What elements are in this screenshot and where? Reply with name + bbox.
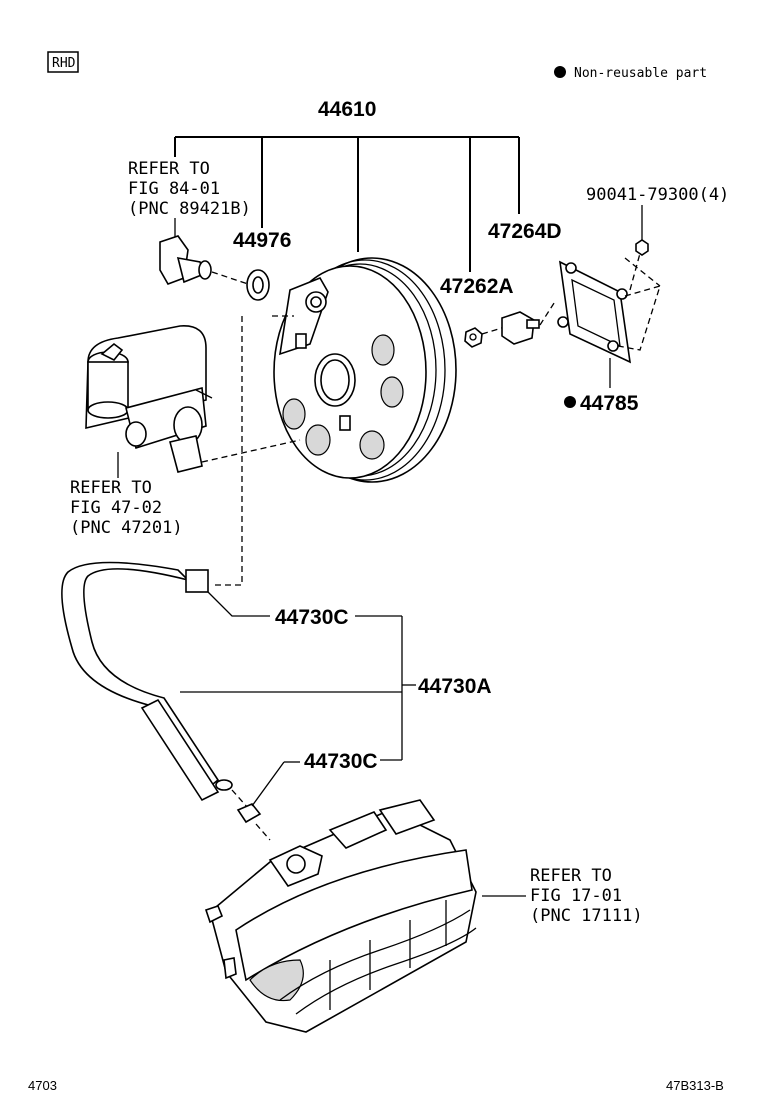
refer-fig-17-01: REFER TO FIG 17-01 (PNC 17111) bbox=[530, 866, 643, 926]
refer-fig-47-02: REFER TO FIG 47-02 (PNC 47201) bbox=[70, 478, 183, 538]
legend-text: Non-reusable part bbox=[574, 66, 707, 81]
brake-booster-body bbox=[272, 257, 457, 483]
svg-text:REFER TO: REFER TO bbox=[128, 159, 210, 179]
rhd-badge: RHD bbox=[47, 51, 79, 73]
part-44785-gasket: 44785 bbox=[539, 245, 661, 415]
label-90041: 90041-79300(4) bbox=[586, 185, 729, 205]
svg-text:FIG 84-01: FIG 84-01 bbox=[128, 179, 220, 199]
svg-text:(PNC 89421B): (PNC 89421B) bbox=[128, 199, 251, 219]
non-reusable-mark-icon bbox=[564, 396, 576, 408]
vacuum-sensor-connector bbox=[159, 235, 249, 285]
footer-right-code: 47B313-B bbox=[666, 1078, 724, 1093]
non-reusable-dot-icon bbox=[554, 66, 566, 78]
svg-text:FIG 47-02: FIG 47-02 bbox=[70, 498, 162, 518]
svg-text:FIG 17-01: FIG 17-01 bbox=[530, 886, 622, 906]
label-44730C-bottom: 44730C bbox=[304, 750, 378, 773]
svg-text:(PNC 17111): (PNC 17111) bbox=[530, 906, 643, 926]
non-reusable-legend: Non-reusable part bbox=[554, 66, 707, 81]
label-47264D: 47264D bbox=[488, 220, 562, 243]
label-47262A: 47262A bbox=[440, 275, 514, 298]
assembly-44610-leaders: 44610 bbox=[174, 98, 520, 272]
label-44976: 44976 bbox=[233, 229, 291, 252]
label-44730C-top: 44730C bbox=[275, 606, 349, 629]
svg-text:(PNC 47201): (PNC 47201) bbox=[70, 518, 183, 538]
part-44976-grommet: 44976 bbox=[233, 229, 291, 301]
part-47264D-clevis: 47264D bbox=[488, 220, 562, 345]
master-cylinder bbox=[85, 325, 301, 478]
label-44785: 44785 bbox=[580, 392, 639, 415]
vacuum-hose-44730A bbox=[61, 316, 271, 841]
bolt-90041-79300: 90041-79300(4) bbox=[586, 185, 729, 256]
label-44610: 44610 bbox=[318, 98, 376, 121]
svg-text:REFER TO: REFER TO bbox=[70, 478, 152, 498]
hose-clamp-leaders: 44730C 44730A 44730C bbox=[180, 591, 492, 807]
part-47262A-nut: 47262A bbox=[440, 275, 514, 348]
svg-text:REFER TO: REFER TO bbox=[530, 866, 612, 886]
footer-left-code: 4703 bbox=[28, 1078, 57, 1093]
refer-fig-84-01: REFER TO FIG 84-01 (PNC 89421B) bbox=[128, 159, 251, 238]
rhd-badge-text: RHD bbox=[52, 56, 76, 71]
intake-manifold bbox=[204, 799, 526, 1033]
label-44730A: 44730A bbox=[418, 675, 492, 698]
